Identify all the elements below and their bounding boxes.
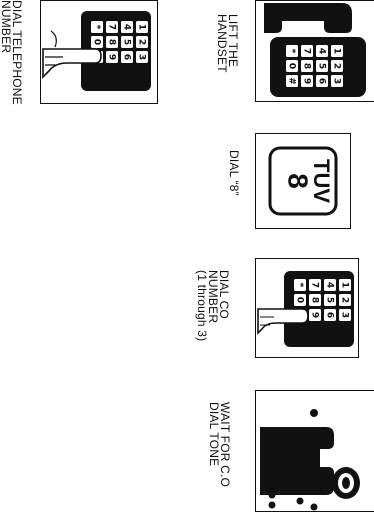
step-text: HANDSET xyxy=(215,14,229,73)
keypad-key xyxy=(339,309,351,321)
keypad-key xyxy=(339,294,351,306)
keypad-key-label: 4 xyxy=(317,48,327,54)
key-digit: 8 xyxy=(283,173,314,189)
keypad-key-label: 8 xyxy=(302,63,312,69)
keypad-key-label: 7 xyxy=(302,48,312,54)
keypad-key xyxy=(294,294,306,306)
keypad-key xyxy=(339,279,351,291)
keypad-key xyxy=(309,309,321,321)
keypad-key-label: 8 xyxy=(107,39,117,45)
key-8-icon: TUV 8 xyxy=(268,146,338,216)
keypad-key-label: # xyxy=(287,77,297,85)
keypad-key xyxy=(301,75,313,87)
step-text: DIAL CO xyxy=(217,270,231,319)
keypad-key xyxy=(136,51,148,63)
step-text: LIFT THE xyxy=(226,14,240,68)
keypad-key xyxy=(324,279,336,291)
keypad-key-label: 3 xyxy=(340,312,350,318)
step-text: NUMBER xyxy=(0,0,13,54)
keypad-key-label: 1 xyxy=(340,282,350,288)
wait-dial-tone-label: WAIT FOR C.O DIAL TONE xyxy=(207,402,232,512)
keypad-key-label: 2 xyxy=(340,297,350,303)
keypad-key xyxy=(121,36,133,48)
key-letters: TUV xyxy=(309,159,334,203)
keypad-key-label: 4 xyxy=(325,282,335,288)
keypad-key-label: 0 xyxy=(295,297,305,303)
keypad-key-label: 3 xyxy=(137,54,147,60)
dial-telephone-label: DIAL TELEPHONE NUMBER xyxy=(0,0,24,120)
keypad-key xyxy=(316,60,328,72)
keypad-key xyxy=(324,309,336,321)
keypad-key xyxy=(106,51,118,63)
keypad-key-label: 0 xyxy=(287,63,297,69)
keypad-key-label: * xyxy=(92,25,102,30)
keypad-key-label: 6 xyxy=(317,78,327,84)
step-text: DIAL TELEPHONE xyxy=(10,0,24,105)
keypad-key xyxy=(301,60,313,72)
keypad-key xyxy=(286,75,298,87)
keypad-key-label: * xyxy=(287,49,297,54)
keypad-key xyxy=(331,45,343,57)
keypad-key xyxy=(316,75,328,87)
keypad-key-label: 2 xyxy=(332,63,342,69)
handset-with-tone-icon xyxy=(260,409,360,511)
keypad-key xyxy=(121,21,133,33)
keypad-key xyxy=(324,294,336,306)
keypad-key xyxy=(136,36,148,48)
handset-and-keypad-icon: 1 2 3 4 5 6 7 8 9 * 0 # xyxy=(264,3,366,97)
keypad-key xyxy=(91,21,103,33)
keypad-key-label: 1 xyxy=(332,48,342,54)
keypad-key-label: * xyxy=(295,283,305,288)
lift-handset-panel: 1 2 3 4 5 6 7 8 9 * 0 # xyxy=(255,0,374,102)
keypad-key-label: 3 xyxy=(332,78,342,84)
keypad-key-label: 9 xyxy=(302,78,312,84)
keypad-key-label: 8 xyxy=(310,297,320,303)
keypad-key xyxy=(309,279,321,291)
dial-8-label: DIAL “8” xyxy=(227,150,241,240)
dial-co-label: DIAL CO NUMBER (1 through 3) xyxy=(195,270,231,370)
keypad-key-label: 9 xyxy=(310,312,320,318)
keypad-key xyxy=(136,21,148,33)
keypad-key xyxy=(309,294,321,306)
keypad-key xyxy=(316,45,328,57)
keypad-key-label: 0 xyxy=(92,39,102,45)
keypad-key xyxy=(121,51,133,63)
step-text: WAIT FOR C.O xyxy=(218,402,232,488)
step-text: DIAL “8” xyxy=(227,150,241,196)
keypad-key xyxy=(106,36,118,48)
keypad-key xyxy=(106,21,118,33)
keypad-key xyxy=(294,279,306,291)
keypad-key xyxy=(331,75,343,87)
lift-handset-label: LIFT THE HANDSET xyxy=(215,14,240,114)
keypad-key-label: 2 xyxy=(137,39,147,45)
keypad-key xyxy=(331,60,343,72)
keypad-key-label: 5 xyxy=(325,297,335,303)
keypad-key xyxy=(286,60,298,72)
keypad-key-label: 6 xyxy=(325,312,335,318)
keypad-key-label: 4 xyxy=(122,24,132,30)
keypad-key-label: 7 xyxy=(310,282,320,288)
keypad-key xyxy=(301,45,313,57)
keypad-key-label: 6 xyxy=(122,54,132,60)
step-text: DIAL TONE xyxy=(207,402,221,467)
keypad-key-label: 9 xyxy=(107,54,117,60)
wait-dial-tone-panel xyxy=(255,390,374,512)
keypad-key-label: 5 xyxy=(317,63,327,69)
keypad-key-label: 1 xyxy=(137,24,147,30)
keypad-key-label: 5 xyxy=(122,39,132,45)
keypad-key xyxy=(91,36,103,48)
keypad-key-label: 7 xyxy=(107,24,117,30)
step-text: NUMBER xyxy=(206,270,220,324)
tone-dots xyxy=(268,409,318,511)
keypad-key xyxy=(286,45,298,57)
step-text: (1 through 3) xyxy=(195,270,209,342)
dial-8-panel: TUV 8 xyxy=(255,133,351,229)
